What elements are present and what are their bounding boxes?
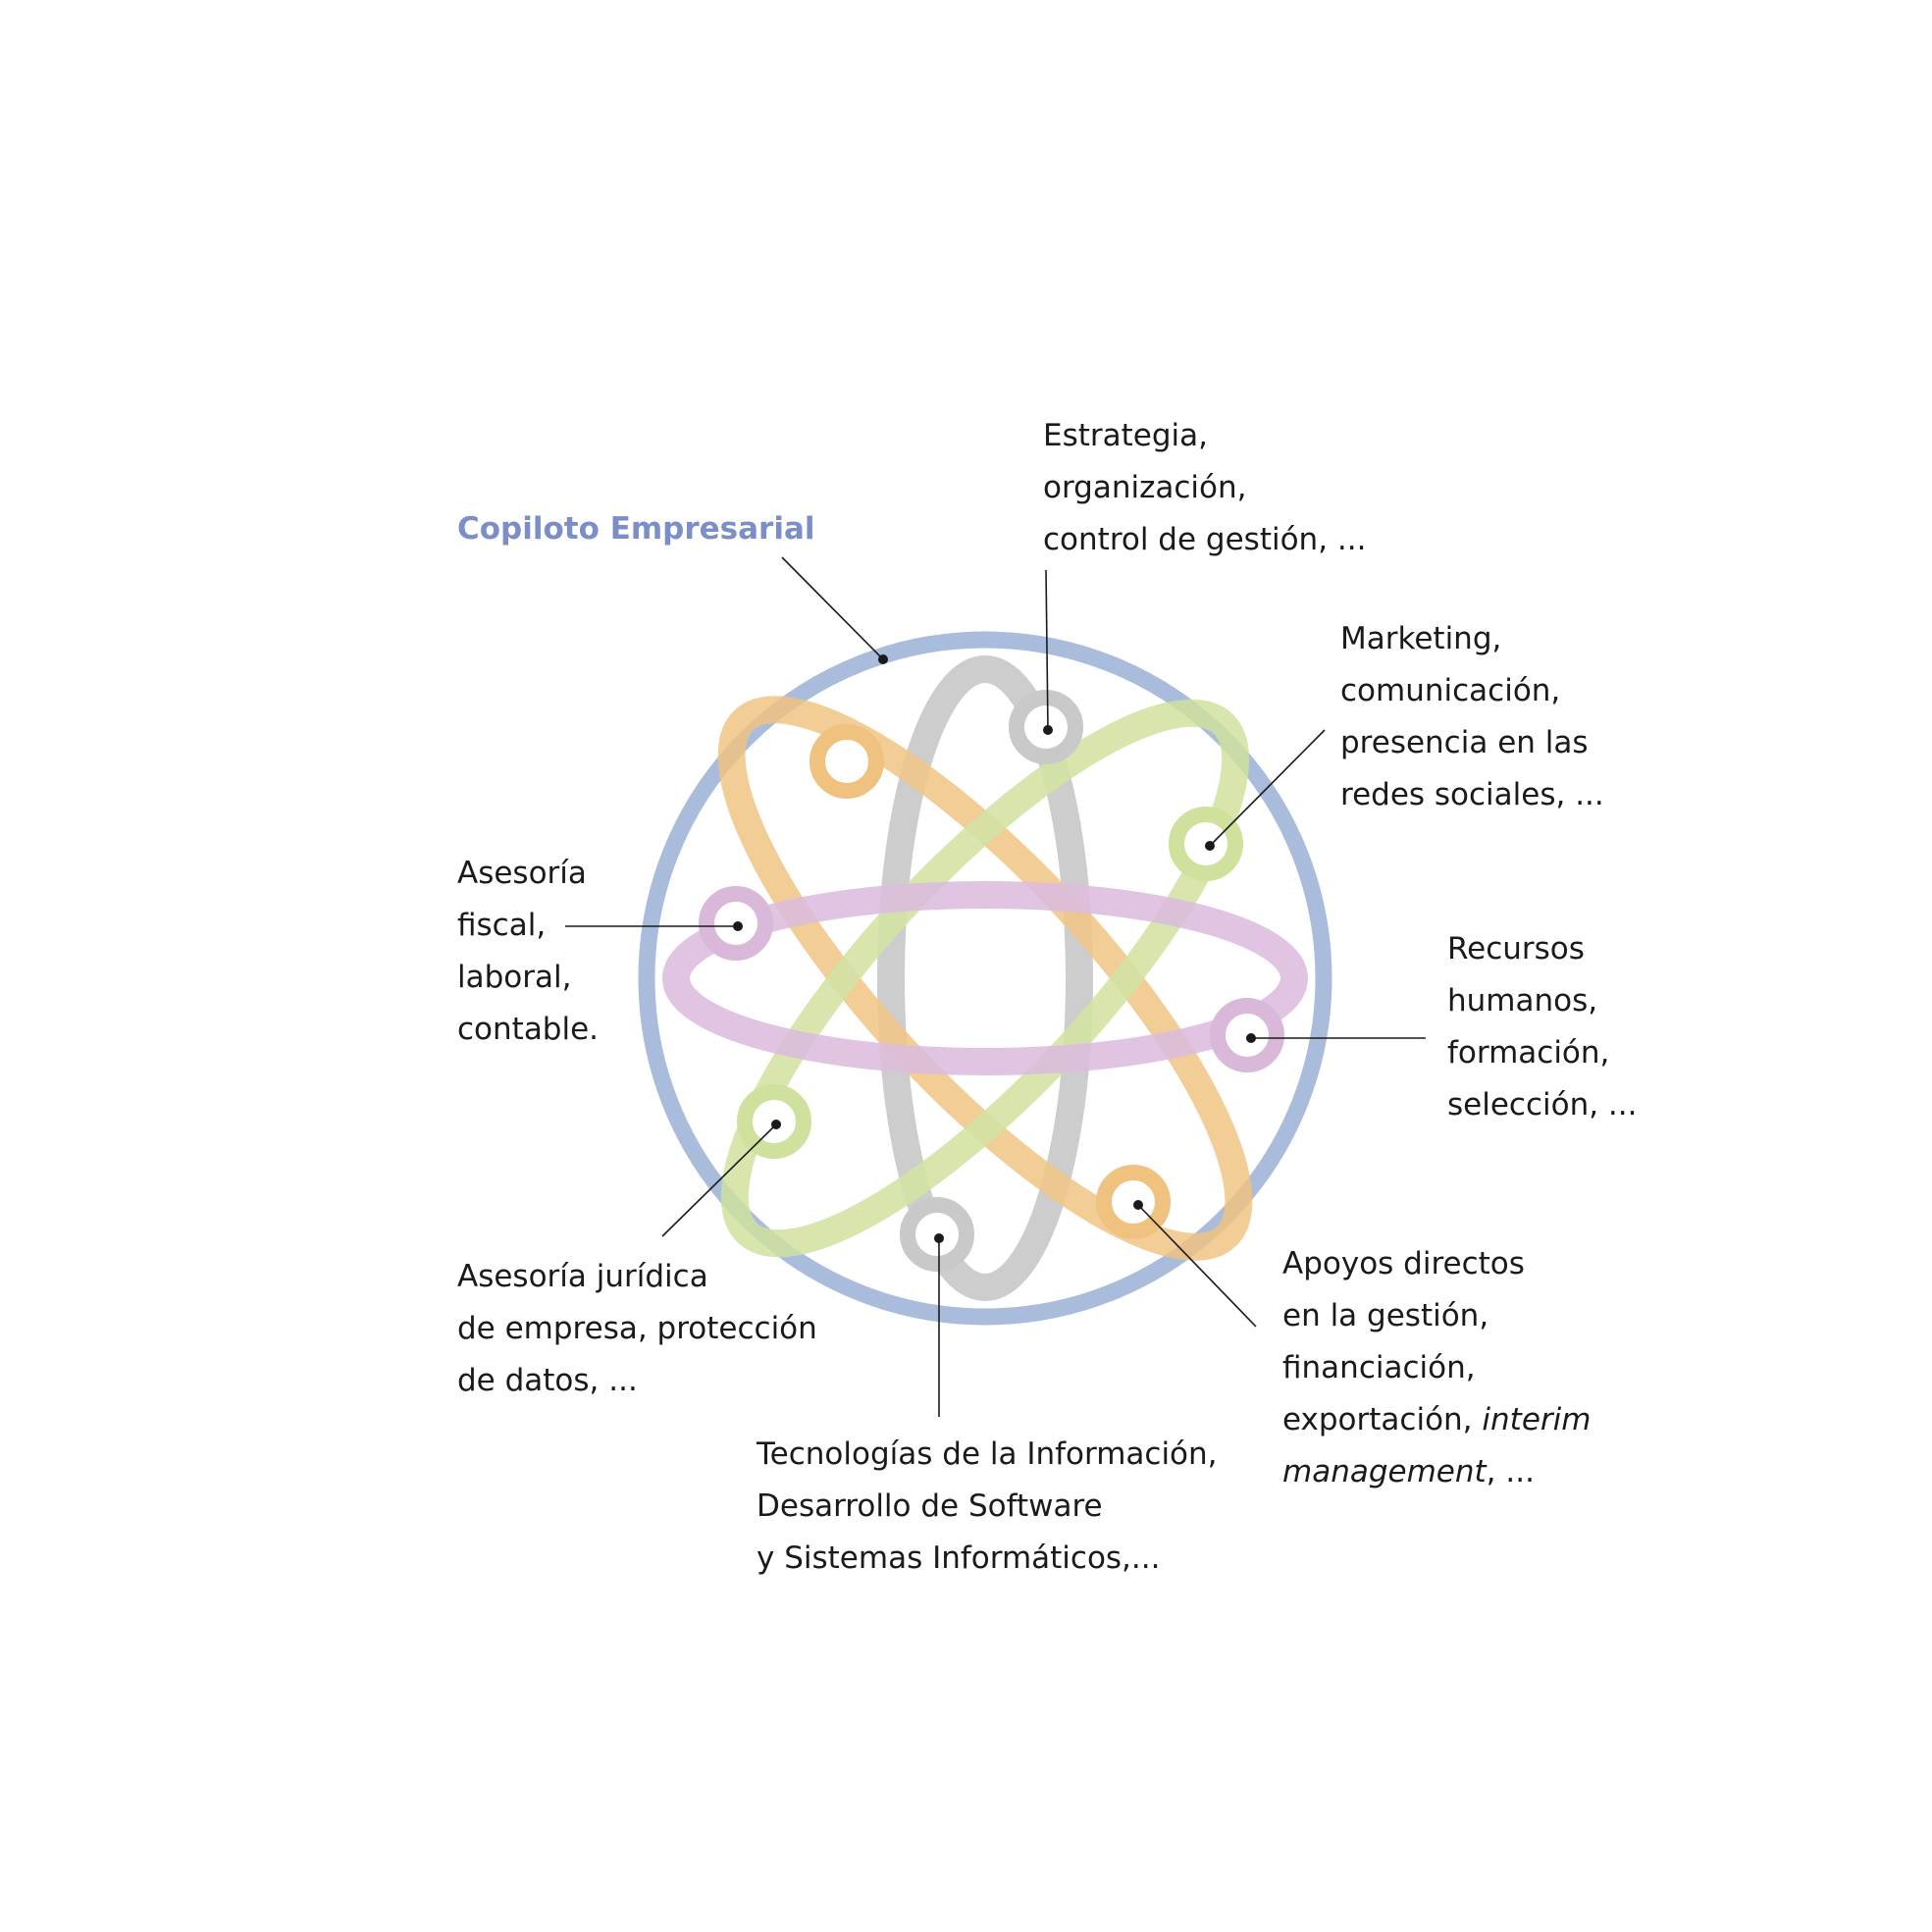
dot-estrategia <box>1043 725 1053 735</box>
label-apoyos-line: financiación, <box>1282 1350 1476 1385</box>
label-apoyos-line: Apoyos directos <box>1282 1246 1525 1281</box>
label-recursos: Recursos humanos, formación, selección, … <box>1447 931 1638 1123</box>
leader-title <box>781 556 884 660</box>
orbit-orange <box>717 696 1253 1261</box>
node-orange-top <box>809 724 884 799</box>
leader-marketing <box>1209 729 1326 847</box>
label-estrategia-line: organización, <box>1043 470 1247 505</box>
outer-ring <box>638 631 1332 1326</box>
dot-recursos <box>1246 1033 1256 1043</box>
label-apoyos-line4-plain: exportación, <box>1282 1402 1482 1437</box>
orbit-purple <box>662 881 1308 1075</box>
label-asesoria-fiscal-line: laboral, <box>457 960 571 995</box>
label-asesoria-fiscal: Asesoría fiscal, laboral, contable. <box>457 856 599 1047</box>
label-marketing-line: comunicación, <box>1340 673 1560 708</box>
node-apoyos <box>1096 1165 1171 1239</box>
diagram-title: Copiloto Empresarial <box>457 511 815 547</box>
label-juridica-line: Asesoría jurídica <box>457 1259 708 1294</box>
label-marketing-line: Marketing, <box>1340 621 1501 656</box>
label-estrategia-line: Estrategia, <box>1043 418 1208 453</box>
dot-asesoria-fiscal <box>733 921 743 931</box>
label-apoyos-line5-italic: management <box>1282 1454 1488 1489</box>
label-recursos-line: Recursos <box>1447 931 1585 966</box>
label-tecnologias: Tecnologías de la Información, Desarroll… <box>756 1436 1227 1576</box>
dot-marketing <box>1205 841 1215 851</box>
label-recursos-line: humanos, <box>1447 983 1597 1018</box>
label-estrategia: Estrategia, organización, control de ges… <box>1043 418 1366 557</box>
label-asesoria-fiscal-line: Asesoría <box>457 856 587 891</box>
label-recursos-line: formación, <box>1447 1035 1609 1070</box>
label-asesoria-fiscal-line: contable. <box>457 1012 599 1047</box>
orbit-green <box>720 699 1250 1258</box>
label-marketing-line: presencia en las <box>1340 725 1589 760</box>
label-apoyos: Apoyos directos en la gestión, financiac… <box>1282 1246 1600 1489</box>
label-juridica-line: de empresa, protección <box>457 1311 817 1346</box>
label-apoyos-line5-plain: , ... <box>1487 1454 1535 1489</box>
orbit-gray <box>877 655 1093 1301</box>
label-apoyos-line4-italic: interim <box>1482 1402 1591 1437</box>
dot-juridica <box>771 1120 781 1129</box>
leader-estrategia <box>1045 569 1049 731</box>
label-juridica-line: de datos, ... <box>457 1363 638 1398</box>
label-asesoria-fiscal-line: fiscal, <box>457 908 546 943</box>
label-marketing-line: redes sociales, ... <box>1340 777 1604 812</box>
leader-juridica <box>661 1123 777 1237</box>
label-tecnologias-line: Desarrollo de Software <box>757 1488 1103 1524</box>
label-juridica: Asesoría jurídica de empresa, protección… <box>457 1259 827 1398</box>
dot-tecnologias <box>934 1233 944 1243</box>
label-estrategia-line: control de gestión, ... <box>1043 522 1366 557</box>
label-tecnologias-line: y Sistemas Informáticos,... <box>757 1540 1160 1576</box>
label-recursos-line: selección, ... <box>1447 1087 1638 1123</box>
dot-apoyos <box>1133 1200 1143 1210</box>
label-tecnologias-line: Tecnologías de la Información, <box>756 1436 1218 1472</box>
label-marketing: Marketing, comunicación, presencia en la… <box>1340 621 1604 812</box>
dot-title <box>878 654 888 664</box>
leader-apoyos <box>1137 1204 1257 1328</box>
label-apoyos-line: en la gestión, <box>1282 1298 1488 1333</box>
